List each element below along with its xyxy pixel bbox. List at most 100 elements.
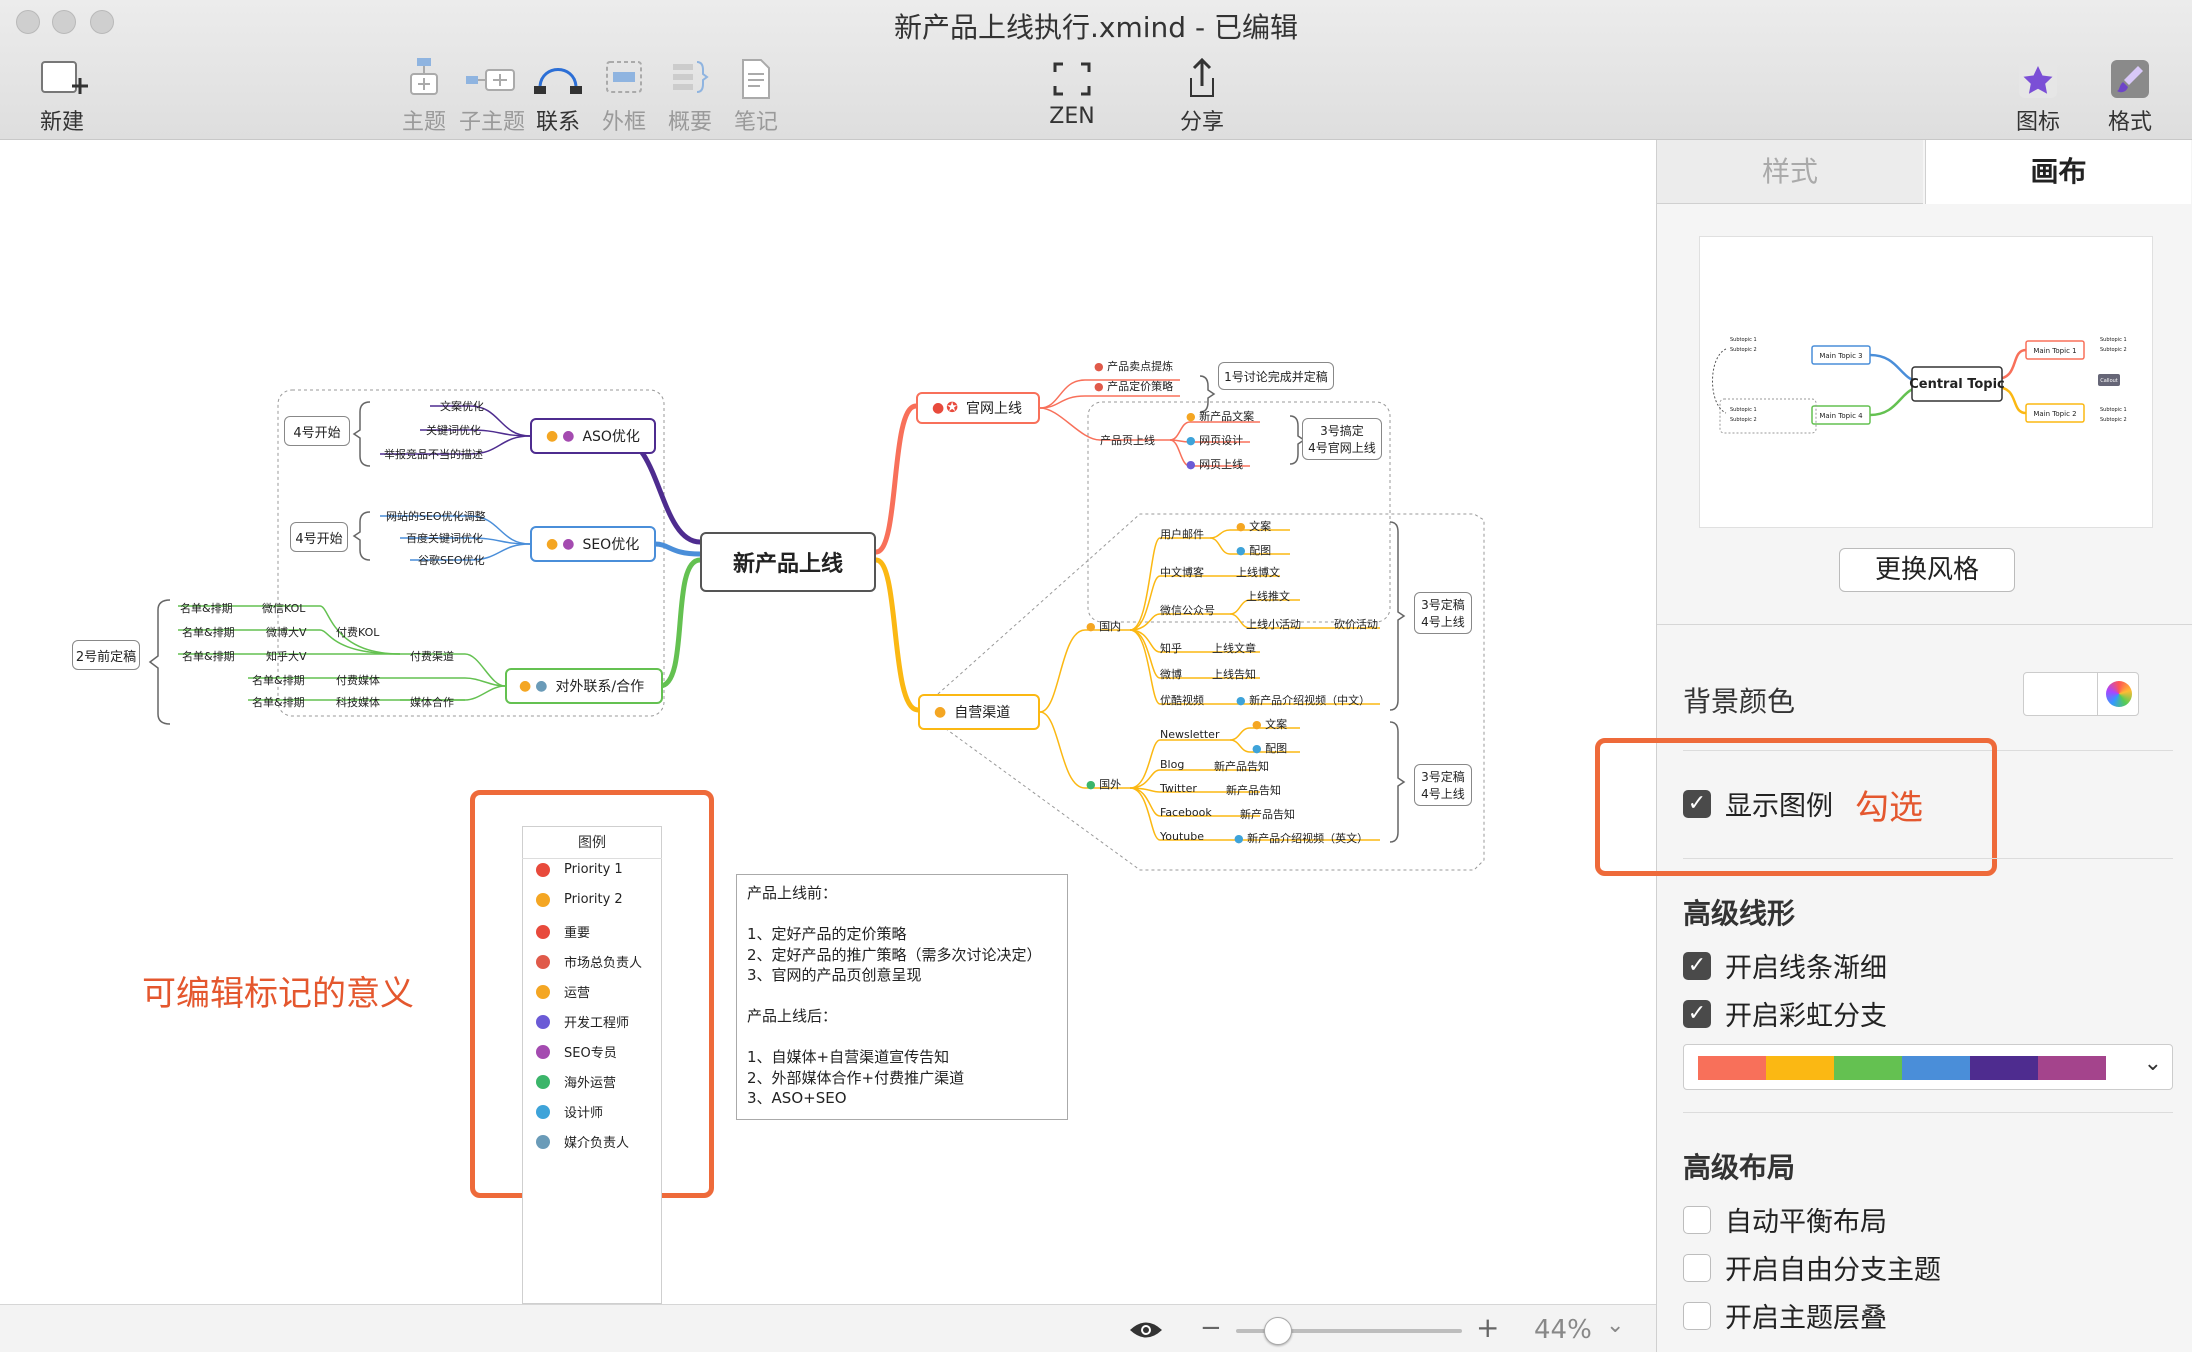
relationship-button[interactable]: 联系: [508, 56, 608, 136]
self-dom-item[interactable]: 优酷视频: [1160, 694, 1204, 707]
rainbow-checkbox[interactable]: ✓开启彩虹分支: [1683, 994, 1887, 1033]
external-summary[interactable]: 2号前定稿: [72, 640, 140, 670]
self-ovs-item[interactable]: ● 文案: [1252, 718, 1288, 731]
official-item[interactable]: ● 产品定价策略: [1094, 380, 1174, 393]
self-ovs-item[interactable]: ● 新产品介绍视频（英文）: [1234, 832, 1369, 845]
official-page-item[interactable]: ● 网页设计: [1186, 434, 1244, 447]
rainbow-palette-select[interactable]: ⌄: [1683, 1044, 2173, 1090]
auto-balance-checkbox[interactable]: 自动平衡布局: [1683, 1200, 1887, 1239]
zoom-slider-knob[interactable]: [1264, 1317, 1292, 1345]
topic-aso[interactable]: ●●ASO优化: [530, 418, 656, 454]
official-page[interactable]: 产品页上线: [1100, 434, 1155, 447]
self-dom-item[interactable]: 用户邮件: [1160, 528, 1204, 541]
seo-item[interactable]: 网站的SEO优化调整: [386, 510, 486, 523]
topic-button[interactable]: 主题: [374, 56, 474, 136]
official-note-1[interactable]: 1号讨论完成并定稿: [1218, 362, 1334, 390]
external-row[interactable]: 付费媒体: [336, 674, 380, 687]
self-ovs-item[interactable]: Twitter: [1160, 782, 1197, 795]
topic-self-channels[interactable]: ●自营渠道: [918, 694, 1040, 730]
zoom-out-button[interactable]: −: [1200, 1313, 1222, 1343]
chevron-down-icon[interactable]: ⌄: [1606, 1313, 1625, 1338]
external-group[interactable]: 媒体合作: [410, 696, 454, 709]
topic-official-site[interactable]: ●✪官网上线: [916, 392, 1040, 424]
new-button[interactable]: 新建: [12, 56, 112, 136]
external-row[interactable]: 知乎大V: [266, 650, 307, 663]
self-ovs-item[interactable]: 新产品告知: [1240, 808, 1295, 821]
self-dom-item[interactable]: 上线推文: [1246, 590, 1290, 603]
external-group[interactable]: 付费KOL: [336, 626, 380, 639]
self-ovs-item[interactable]: ● 配图: [1252, 742, 1288, 755]
self-domestic[interactable]: ● 国内: [1086, 620, 1122, 633]
note-button[interactable]: 笔记: [706, 56, 806, 136]
self-dom-item[interactable]: 砍价活动: [1334, 618, 1378, 631]
external-row[interactable]: 名单&排期: [182, 626, 235, 639]
seo-item[interactable]: 百度关键词优化: [406, 532, 483, 545]
self-dom-item[interactable]: 上线告知: [1212, 668, 1256, 681]
summary-button[interactable]: 概要: [640, 56, 740, 136]
external-row[interactable]: 名单&排期: [180, 602, 233, 615]
aso-summary[interactable]: 4号开始: [284, 416, 350, 446]
seo-item[interactable]: 谷歌SEO优化: [418, 554, 485, 567]
self-ovs-item[interactable]: 新产品告知: [1214, 760, 1269, 773]
self-dom-item[interactable]: ● 文案: [1236, 520, 1272, 533]
aso-item[interactable]: 举报竞品不当的描述: [384, 448, 483, 461]
tab-canvas[interactable]: 画布: [1925, 140, 2191, 204]
aso-item[interactable]: 关键词优化: [426, 424, 481, 437]
external-row[interactable]: 名单&排期: [252, 696, 305, 709]
change-style-button[interactable]: 更换风格: [1839, 548, 2015, 592]
icons-button[interactable]: 图标: [1988, 56, 2088, 136]
self-ovs-item[interactable]: 新产品告知: [1226, 784, 1281, 797]
eye-icon[interactable]: [1128, 1319, 1164, 1341]
share-button[interactable]: 分享: [1152, 56, 1252, 136]
self-ovs-item[interactable]: Facebook: [1160, 806, 1212, 819]
external-row[interactable]: 微信KOL: [262, 602, 306, 615]
color-picker-button[interactable]: [2097, 672, 2139, 716]
taper-checkbox[interactable]: ✓开启线条渐细: [1683, 946, 1887, 985]
self-dom-item[interactable]: 上线小活动: [1246, 618, 1301, 631]
zoom-slider[interactable]: [1236, 1329, 1462, 1333]
self-dom-item[interactable]: 上线博文: [1236, 566, 1280, 579]
self-dom-item[interactable]: ● 配图: [1236, 544, 1272, 557]
external-row[interactable]: 科技媒体: [336, 696, 380, 709]
format-button[interactable]: 格式: [2080, 56, 2180, 136]
boundary-button[interactable]: 外框: [574, 56, 674, 136]
zen-button[interactable]: ZEN: [1022, 56, 1122, 129]
external-row[interactable]: 名单&排期: [182, 650, 235, 663]
seo-summary[interactable]: 4号开始: [290, 522, 348, 552]
self-dom-item[interactable]: 中文博客: [1160, 566, 1204, 579]
zoom-window-button[interactable]: [90, 10, 114, 34]
zoom-level[interactable]: 44%: [1534, 1315, 1592, 1345]
self-dom-item[interactable]: 微博: [1160, 668, 1182, 681]
self-dom-item[interactable]: 微信公众号: [1160, 604, 1215, 617]
aso-item[interactable]: 文案优化: [440, 400, 484, 413]
minimize-window-button[interactable]: [52, 10, 76, 34]
self-ovs-item[interactable]: Youtube: [1160, 830, 1204, 843]
close-window-button[interactable]: [16, 10, 40, 34]
self-ovs-item[interactable]: Newsletter: [1160, 728, 1220, 741]
show-legend-checkbox[interactable]: ✓显示图例: [1683, 784, 1833, 823]
subtopic-button[interactable]: 子主题: [442, 56, 542, 136]
official-page-item[interactable]: ● 网页上线: [1186, 458, 1244, 471]
self-dom-item[interactable]: 知乎: [1160, 642, 1182, 655]
central-topic[interactable]: 新产品上线: [700, 532, 876, 592]
zoom-in-button[interactable]: +: [1476, 1311, 1500, 1344]
free-branch-checkbox[interactable]: 开启自由分支主题: [1683, 1248, 1941, 1287]
mindmap-canvas[interactable]: 新产品上线 ●●ASO优化 文案优化 关键词优化 举报竞品不当的描述 4号开始 …: [0, 140, 1656, 1304]
official-item[interactable]: ● 产品卖点提炼: [1094, 360, 1174, 373]
external-row[interactable]: 微博大V: [266, 626, 307, 639]
external-group[interactable]: 付费渠道: [410, 650, 454, 663]
topic-seo[interactable]: ●●SEO优化: [530, 526, 656, 562]
self-overseas[interactable]: ● 国外: [1086, 778, 1122, 791]
self-dom-item[interactable]: 上线文章: [1212, 642, 1256, 655]
style-preview[interactable]: Central Topic Main Topic 1 Main Topic 2 …: [1699, 236, 2153, 528]
topic-external[interactable]: ●●对外联系/合作: [505, 668, 663, 704]
tab-style[interactable]: 样式: [1657, 140, 1923, 204]
external-row[interactable]: 名单&排期: [252, 674, 305, 687]
official-page-item[interactable]: ● 新产品文案: [1186, 410, 1255, 423]
self-dom-item[interactable]: ● 新产品介绍视频（中文）: [1236, 694, 1371, 707]
overlap-checkbox[interactable]: 开启主题层叠: [1683, 1296, 1887, 1335]
